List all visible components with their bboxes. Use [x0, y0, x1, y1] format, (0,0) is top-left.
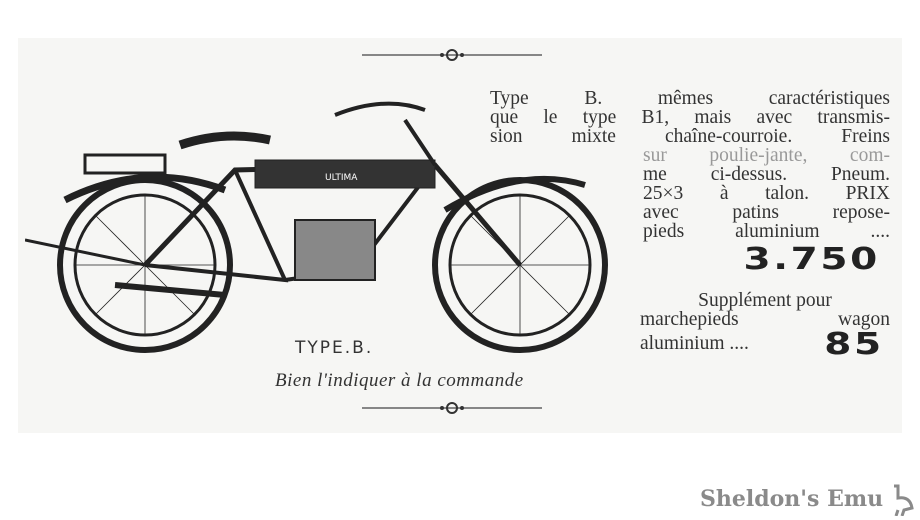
top-ornament	[362, 49, 542, 61]
scanned-page	[18, 38, 902, 433]
supplement-block-last: aluminium ....	[640, 333, 800, 354]
watermark: Sheldon's Emu	[700, 486, 884, 512]
caption: TYPE.B.	[295, 338, 374, 358]
supplement-line: Supplément pour	[698, 290, 832, 311]
order-note: Bien l'indiquer à la commande	[275, 370, 524, 391]
motorcycle-illustration: ULTIMA	[25, 101, 608, 353]
price: 3.750	[743, 242, 880, 277]
supplement-line: aluminium ....	[640, 333, 749, 354]
tank-logo: ULTIMA	[325, 173, 358, 183]
bottom-ornament	[362, 402, 542, 414]
supplement-price: 85	[824, 327, 884, 362]
emu-icon	[894, 484, 914, 516]
